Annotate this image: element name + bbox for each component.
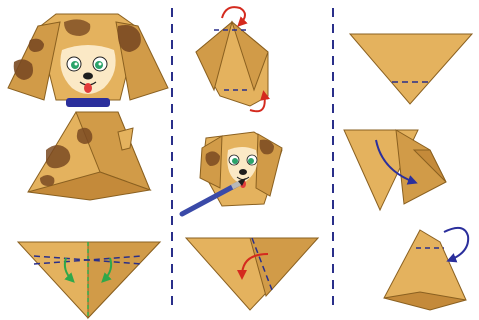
dog-head <box>8 14 168 107</box>
fold-arrow-tail-blue <box>444 228 468 260</box>
fold-arrow-top-red <box>222 7 245 24</box>
dog-body <box>28 112 150 200</box>
step-head-being-painted <box>182 132 282 214</box>
finished-dog <box>8 14 168 200</box>
step-body-fold-arrow <box>344 130 446 210</box>
dog-nose <box>83 73 93 80</box>
step-triangle-fold-line <box>350 34 472 104</box>
step-triangle-with-fold-arrows <box>18 242 160 318</box>
dog-left-ear <box>8 22 60 100</box>
step-head-with-fold-arrows <box>196 7 268 111</box>
dog-tongue <box>84 83 92 93</box>
step-tail-fold-arrow <box>384 228 468 310</box>
dog-collar <box>66 98 110 107</box>
step-triangle-corner-fold <box>186 238 318 310</box>
